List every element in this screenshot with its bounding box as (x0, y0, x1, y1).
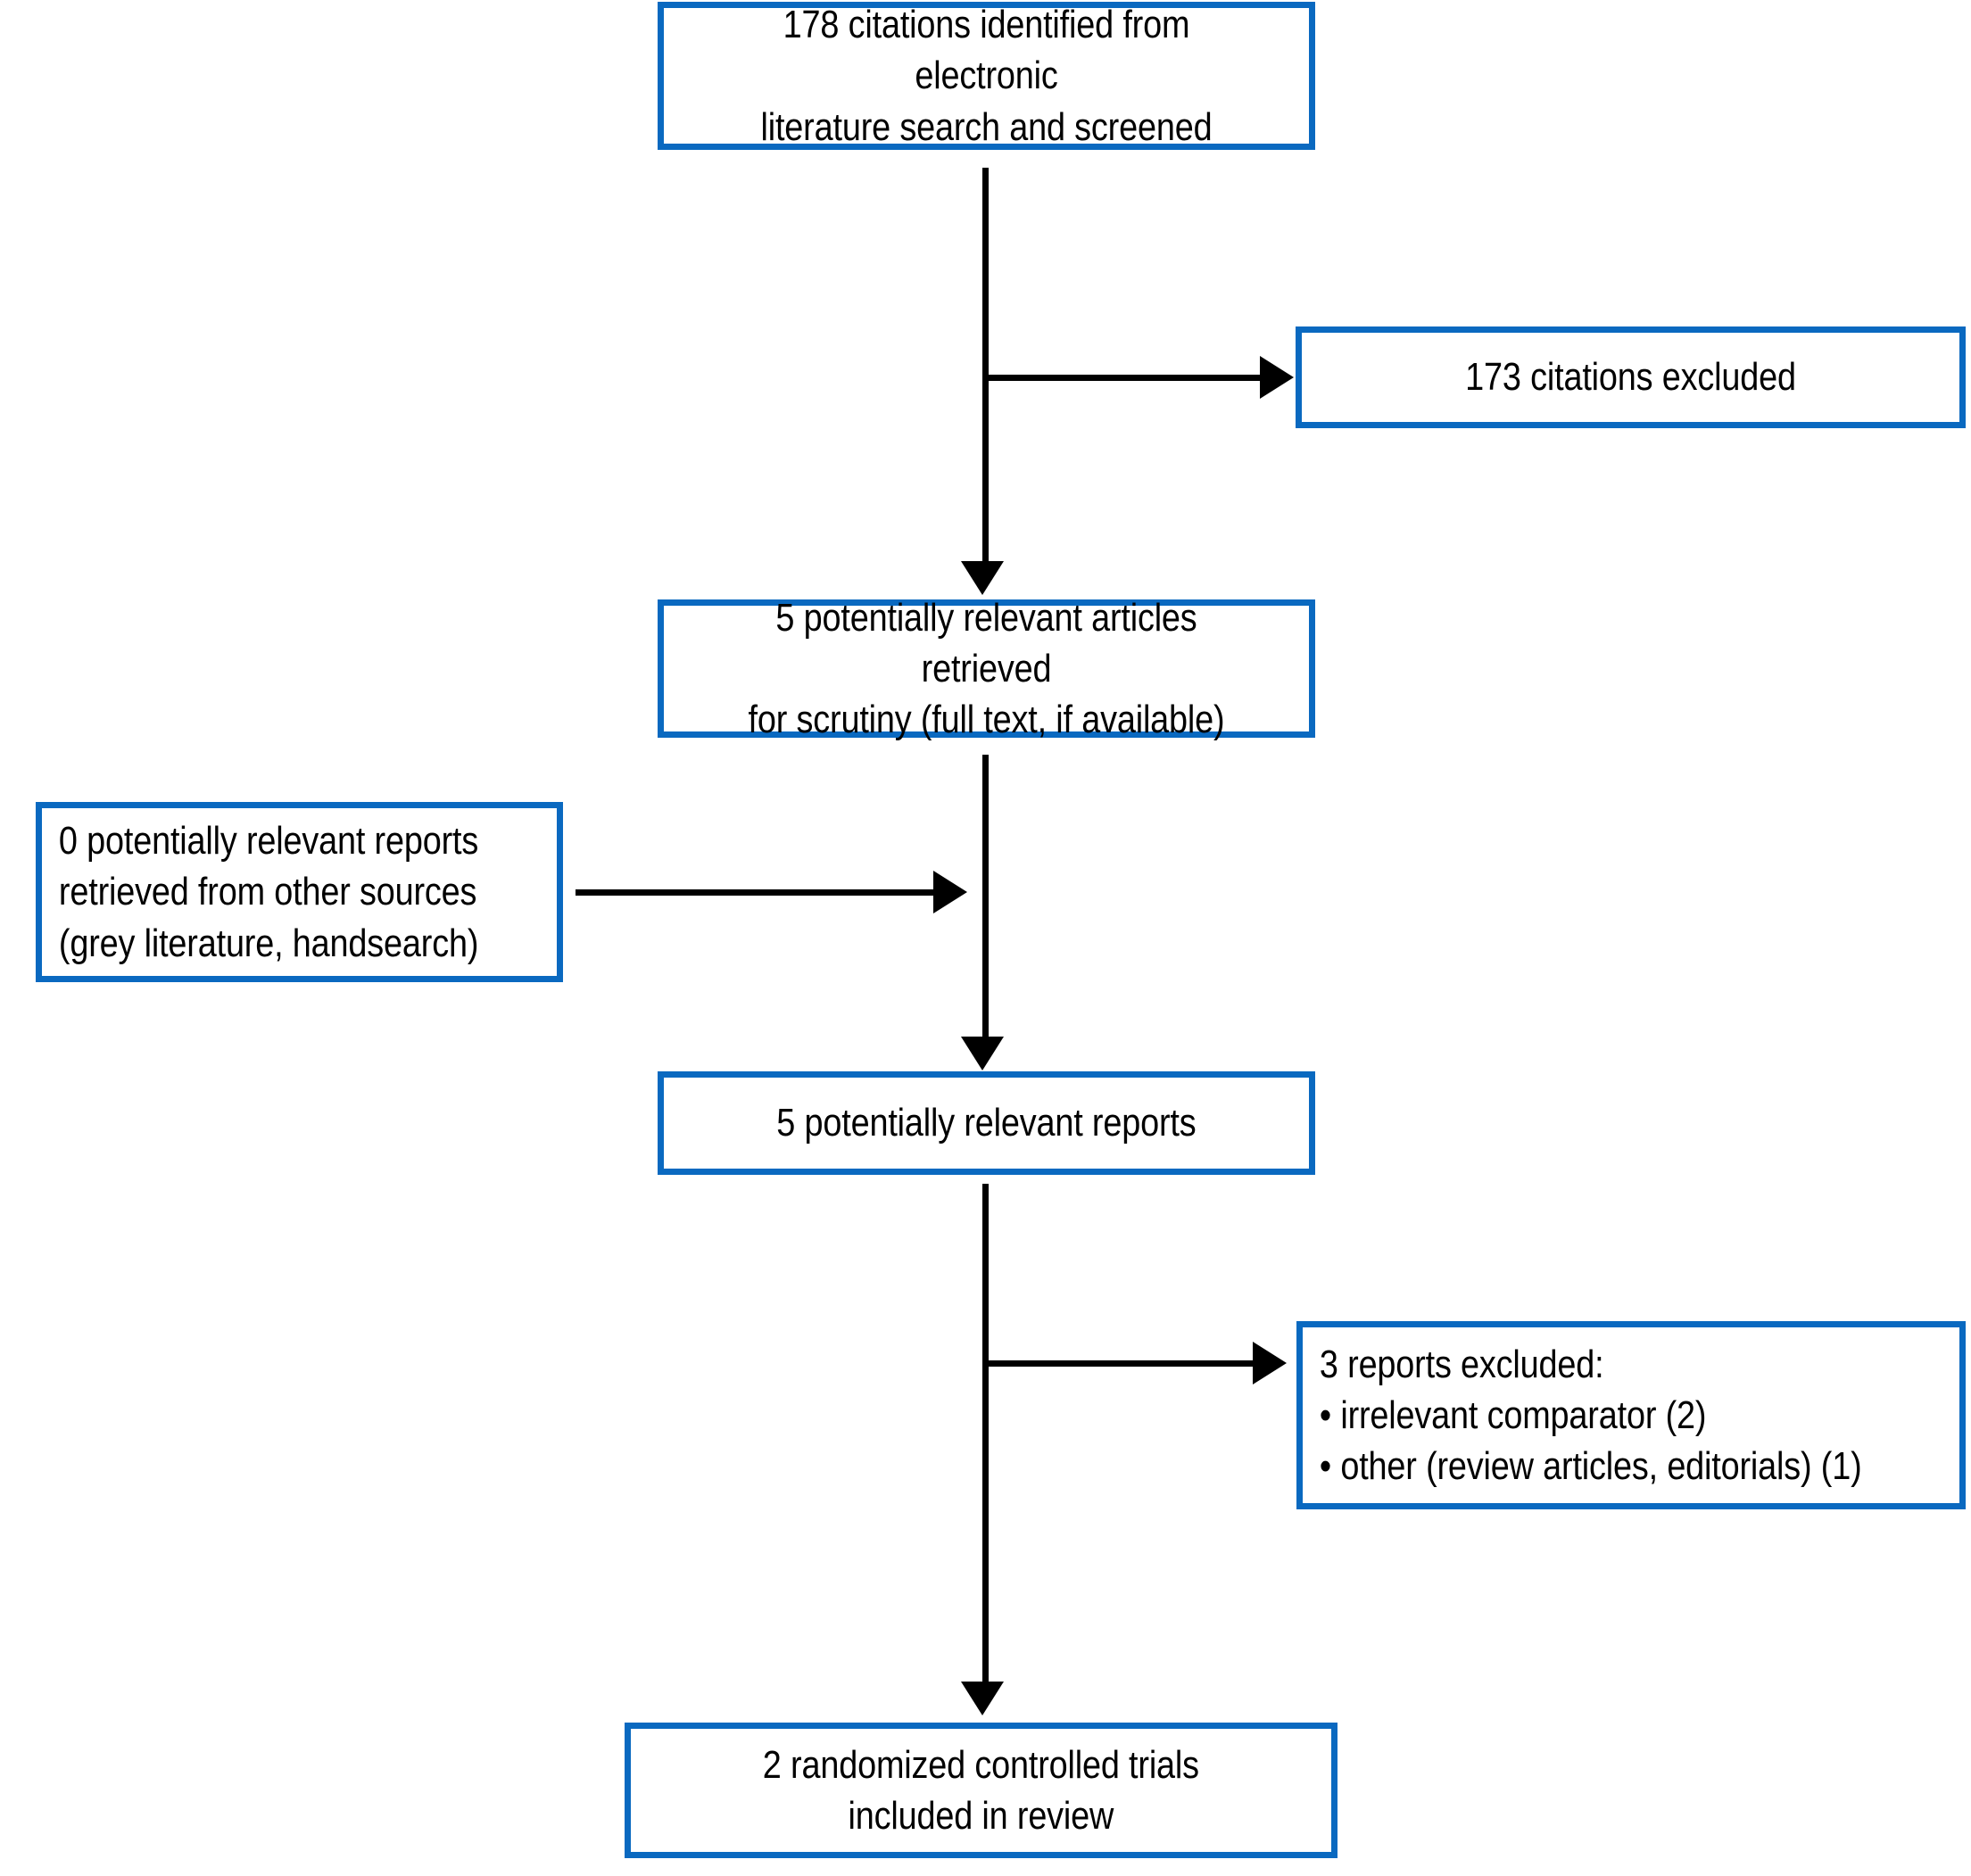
arrow-right-icon (1253, 1342, 1287, 1384)
node-trials-included: 2 randomized controlled trials included … (625, 1723, 1337, 1858)
node-articles-retrieved: 5 potentially relevant articles retrieve… (658, 596, 1315, 741)
node-reports-excluded: 3 reports excluded: • irrelevant compara… (1296, 1321, 1966, 1509)
node-citations-identified-label: 178 citations identified from electronic… (760, 3, 1213, 149)
node-reports-other-sources-label: 0 potentially relevant reports retrieved… (58, 819, 479, 965)
connector-other-sources-to-reports-line (576, 889, 936, 896)
connector-reports-to-excluded-line (982, 1360, 1255, 1367)
node-reports-other-sources: 0 potentially relevant reports retrieved… (36, 802, 563, 982)
connector-identified-to-retrieved-line (982, 168, 989, 565)
node-citations-identified: 178 citations identified from electronic… (658, 2, 1315, 150)
node-potentially-relevant-reports: 5 potentially relevant reports (658, 1071, 1315, 1175)
arrow-down-icon (961, 1037, 1004, 1070)
arrow-down-icon (961, 1682, 1004, 1715)
arrow-right-icon (933, 871, 967, 913)
node-citations-excluded: 173 citations excluded (1296, 326, 1966, 428)
node-articles-retrieved-label: 5 potentially relevant articles retrieve… (748, 595, 1225, 742)
connector-reports-to-included-line (982, 1184, 989, 1685)
arrow-right-icon (1260, 356, 1294, 399)
node-citations-excluded-label: 173 citations excluded (1465, 355, 1796, 400)
connector-identified-to-excluded-line (982, 375, 1263, 381)
node-reports-excluded-label: 3 reports excluded: • irrelevant compara… (1319, 1342, 1862, 1489)
node-trials-included-label: 2 randomized controlled trials included … (762, 1742, 1200, 1838)
node-potentially-relevant-reports-label: 5 potentially relevant reports (776, 1101, 1197, 1145)
arrow-down-icon (961, 561, 1004, 595)
connector-retrieved-to-reports-line (982, 755, 989, 1040)
